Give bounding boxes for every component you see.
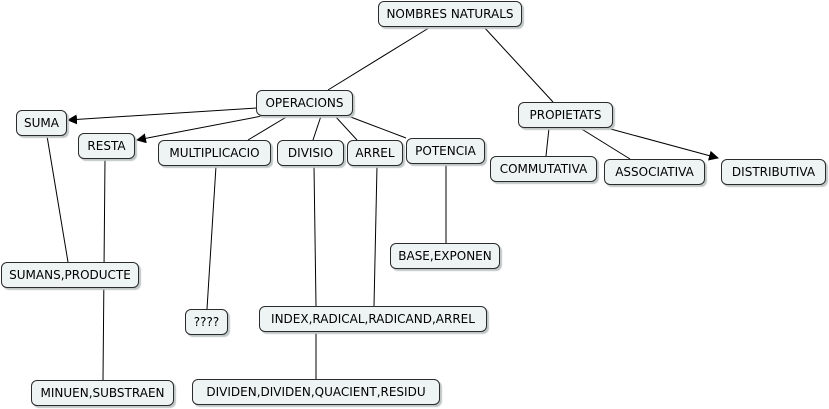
node-operacions[interactable]: OPERACIONS — [256, 90, 353, 116]
node-divisio[interactable]: DIVISIO — [277, 140, 344, 166]
edge-operacions-multiplicacio — [247, 115, 289, 141]
node-nombres-naturals[interactable]: NOMBRES NATURALS — [378, 1, 522, 27]
edge-operacions-arrel — [334, 115, 358, 141]
node-distributiva[interactable]: DISTRIBUTIVA — [721, 159, 826, 185]
edge-multiplicacio-question — [206, 165, 217, 310]
edge-divisio-index — [313, 165, 317, 307]
node-resta[interactable]: RESTA — [78, 133, 135, 159]
node-propietats[interactable]: PROPIETATS — [518, 102, 613, 128]
node-sumans-producte[interactable]: SUMANS,PRODUCTE — [1, 262, 139, 288]
node-suma[interactable]: SUMA — [16, 110, 67, 136]
node-index-radical[interactable]: INDEX,RADICAL,RADICAND,ARREL — [259, 306, 487, 332]
edge-root-propietats — [482, 25, 554, 103]
edge-suma-sumans — [46, 135, 69, 263]
node-dividen-residu[interactable]: DIVIDEN,DIVIDEN,QUACIENT,RESIDU — [192, 379, 440, 405]
edge-arrel-index — [373, 165, 378, 307]
edge-propietats-commutativa — [545, 127, 550, 157]
edge-root-operacions — [327, 25, 433, 91]
node-arrel[interactable]: ARREL — [347, 140, 403, 166]
node-potencia[interactable]: POTENCIA — [406, 138, 485, 164]
edge-operacions-potencia — [347, 115, 407, 139]
node-commutativa[interactable]: COMMUTATIVA — [490, 156, 597, 182]
node-minuen-substraen[interactable]: MINUEN,SUBSTRAEN — [31, 380, 174, 406]
edge-operacions-divisio — [312, 115, 322, 141]
node-associativa[interactable]: ASSOCIATIVA — [604, 159, 705, 185]
edge-propietats-distributiva — [606, 127, 719, 161]
node-multiplicacio[interactable]: MULTIPLICACIO — [158, 140, 271, 166]
node-question[interactable]: ???? — [185, 309, 228, 335]
edge-operacions-suma — [67, 107, 257, 125]
edge-operacions-resta — [136, 115, 263, 144]
edge-propietats-associativa — [579, 127, 631, 160]
node-base-exponen[interactable]: BASE,EXPONEN — [390, 243, 500, 269]
